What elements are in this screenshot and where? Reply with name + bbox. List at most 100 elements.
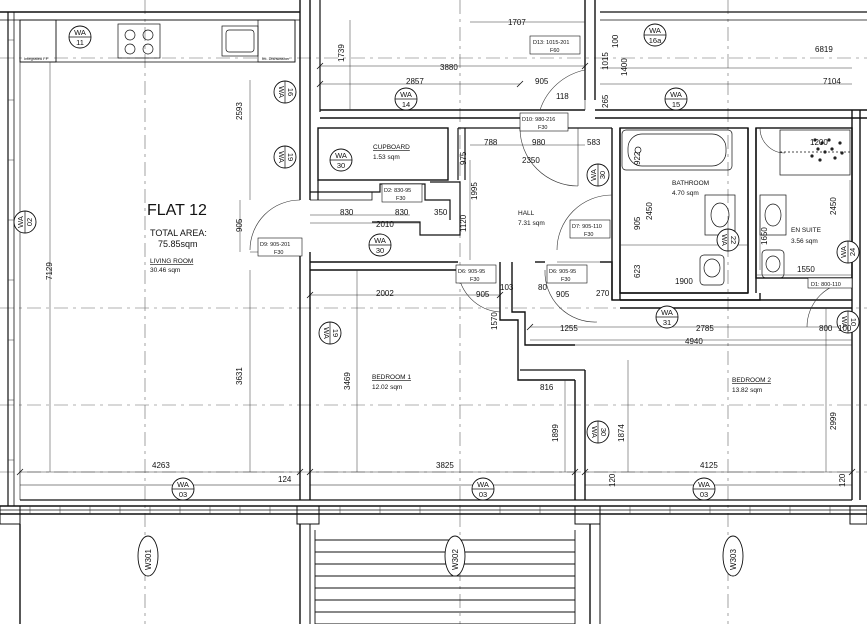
dimension-label: 118: [556, 92, 569, 101]
dimension-label: 2350: [522, 156, 540, 165]
room-name-bedroom-2: BEDROOM 2: [732, 377, 771, 384]
dimension-label: 1120: [459, 214, 468, 232]
door-label-rating: F30: [561, 277, 570, 283]
door-label: D2: 830-95: [384, 188, 411, 194]
door-label-rating: F30: [584, 232, 593, 238]
wall-tag-num: 30: [376, 246, 384, 255]
shower-icon: [779, 129, 851, 176]
wall-tag-num: 16: [286, 88, 295, 96]
dimension-label: 1550: [797, 265, 815, 274]
wall-tag-num: 19: [331, 329, 340, 337]
kitchen-fittings: [19, 19, 296, 63]
wall-tag-top: WA: [177, 480, 189, 489]
grid-marker-label: W302: [451, 549, 460, 570]
dimension-label: 1874: [617, 424, 626, 442]
dimension-label: 7129: [45, 262, 54, 280]
shower-dots: [810, 138, 844, 162]
total-area-value: 75.85sqm: [158, 239, 198, 249]
dimension-label: 830: [395, 208, 409, 217]
grid-marker-label: W303: [729, 549, 738, 570]
dimension-label: 3825: [436, 461, 454, 470]
wall-tag-num: 31: [663, 318, 671, 327]
room-area-en-suite: 3.56 sqm: [791, 238, 818, 245]
dimension-text: 1707 3880 6819 7104 2857 905 118 788 980…: [152, 18, 852, 484]
wall-tag-top: WA: [590, 426, 599, 438]
wall-tag-top: WA: [477, 480, 489, 489]
room-area-hall: 7.31 sqm: [518, 220, 545, 227]
dimension-label: 2785: [696, 324, 714, 333]
wall-tag-top: WA: [277, 151, 286, 163]
door-label-rating: F30: [538, 125, 547, 131]
dimension-label: 3631: [235, 367, 244, 385]
staircase: [314, 530, 576, 624]
room-area-bedroom-1: 12.02 sqm: [372, 384, 402, 391]
room-name-cupboard: CUPBOARD: [373, 144, 410, 151]
dimension-label: 980: [532, 138, 546, 147]
dimension-label: 922: [633, 151, 642, 165]
wall-tag-top: WA: [277, 86, 286, 98]
room-area-bathroom: 4.70 sqm: [672, 190, 699, 197]
grid-marker-shapes: [137, 535, 744, 577]
flat-title: FLAT 12: [147, 202, 207, 219]
room-area-bedroom-2: 13.82 sqm: [732, 387, 762, 394]
dimension-label: 270: [596, 289, 610, 298]
dimension-label: 583: [587, 138, 601, 147]
wall-tag-dividers: [24, 34, 849, 490]
ensuite-toilet-icon: [761, 249, 785, 279]
room-area-living-room: 30.46 sqm: [150, 267, 180, 274]
dimension-label: 1400: [620, 58, 629, 76]
dimension-label: 1650: [760, 227, 769, 245]
dimension-label: 1200: [810, 138, 828, 147]
room-name-bathroom: BATHROOM: [672, 180, 709, 187]
wall-tag-top: WA: [74, 28, 86, 37]
dimension-label: 103: [500, 283, 514, 292]
room-name-en-suite: EN SUITE: [791, 227, 822, 234]
dimension-label: 3469: [343, 372, 352, 390]
dimension-label: 265: [601, 94, 610, 108]
door-label: D10: 980-216: [522, 117, 555, 123]
dimension-label: 100: [838, 324, 852, 333]
wall-tag-num: 19: [286, 153, 295, 161]
dimension-text-vertical: 1739 100 1015 1400 265 2593 975 922 1995…: [45, 34, 847, 487]
dimension-label: 800: [819, 324, 833, 333]
door-label: D1: 800-110: [811, 282, 841, 288]
wall-tag-top: WA: [400, 90, 412, 99]
dimension-label: 3880: [440, 63, 458, 72]
door-label: D13: 1015-201: [533, 40, 569, 46]
wall-tag-num: 14: [402, 100, 410, 109]
wall-tag-num: 22: [729, 236, 738, 244]
door-label: D7: 905-110: [572, 224, 602, 230]
dimension-label: 1739: [337, 44, 346, 62]
wall-tag-top: WA: [698, 480, 710, 489]
dimension-label: 2450: [645, 202, 654, 220]
door-label-rating: F30: [396, 196, 405, 202]
window-details: [8, 39, 831, 514]
dimension-label: 1570: [490, 312, 499, 330]
wall-tag-num: 30: [337, 161, 345, 170]
dimension-label: 1899: [551, 424, 560, 442]
total-area-label: TOTAL AREA:: [150, 228, 207, 238]
room-name-living-room: LIVING ROOM: [150, 258, 193, 265]
wall-tag-num: 30: [598, 171, 607, 179]
appliance-label-dishwasher: Int. Dishwasher: [262, 56, 290, 61]
dimension-label: 2999: [829, 412, 838, 430]
wall-tag-top: WA: [649, 26, 661, 35]
dimension-label: 350: [434, 208, 448, 217]
room-name-bedroom-1: BEDROOM 1: [372, 374, 411, 381]
dimension-ticks: [16, 62, 856, 476]
wall-tag-top: WA: [720, 234, 729, 246]
wall-tag-top: WA: [589, 169, 598, 181]
door-label-rating: F60: [550, 48, 559, 54]
wall-tag-num: 30: [599, 428, 608, 436]
dimension-label: 905: [535, 77, 549, 86]
dimension-label: 6819: [815, 45, 833, 54]
dimension-label: 4125: [700, 461, 718, 470]
dimension-label: 1995: [470, 182, 479, 200]
dimension-label: 623: [633, 264, 642, 278]
wall-tag-num: 03: [700, 490, 708, 499]
wall-tag-top: WA: [670, 90, 682, 99]
dimension-label: 1255: [560, 324, 578, 333]
wall-tag-num: 02: [25, 218, 34, 226]
